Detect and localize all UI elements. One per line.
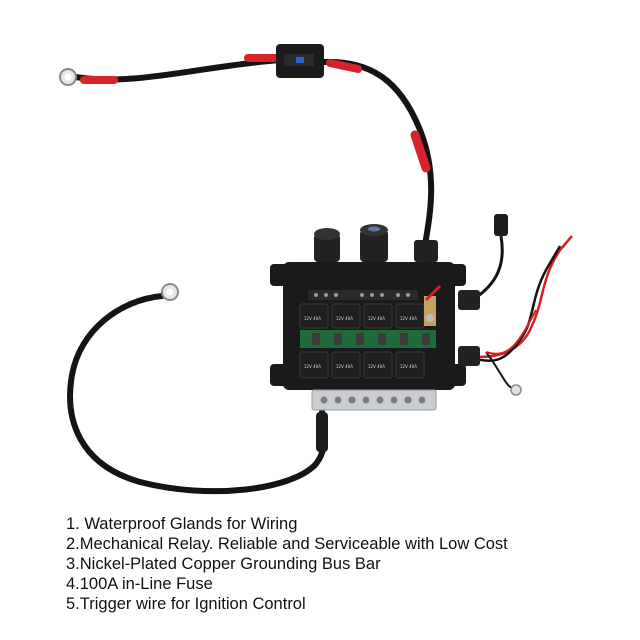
feature-item: 4.100A in-Line Fuse bbox=[66, 575, 213, 593]
relay-label: 12V 40A bbox=[400, 364, 417, 369]
relay-label: 12V 40A bbox=[400, 316, 417, 321]
relay-label: 12V 40A bbox=[304, 316, 321, 321]
feature-item: 5.Trigger wire for Ignition Control bbox=[66, 595, 306, 613]
relay-label: 12V 40A bbox=[336, 316, 353, 321]
relay: 12V 40A 12V 40A 12V 40A 12V 40A bbox=[299, 351, 425, 379]
relay-box-product-photo: 12V 40A 12V 40A 12V 40A 12V 40A 12V 40A … bbox=[59, 44, 573, 495]
relay: 12V 40A 12V 40A 12V 40A 12V 40A bbox=[299, 303, 425, 329]
waterproof-gland bbox=[314, 224, 480, 366]
feature-item: 3.Nickel-Plated Copper Grounding Bus Bar bbox=[66, 555, 381, 573]
grounding-bus-bar bbox=[311, 389, 437, 411]
relay-box: 12V 40A 12V 40A 12V 40A 12V 40A 12V 40A … bbox=[270, 224, 480, 390]
relay-label: 12V 40A bbox=[368, 364, 385, 369]
power-cable-with-fuse bbox=[59, 44, 435, 248]
relay-label: 12V 40A bbox=[368, 316, 385, 321]
feature-list: 1. Waterproof Glands for Wiring 2.Mechan… bbox=[66, 514, 508, 614]
relay-label: 12V 40A bbox=[304, 364, 321, 369]
trigger-wires bbox=[465, 214, 573, 396]
ground-cable bbox=[67, 283, 328, 495]
relay-label: 12V 40A bbox=[336, 364, 353, 369]
feature-item: 2.Mechanical Relay. Reliable and Service… bbox=[66, 535, 508, 553]
feature-item: 1. Waterproof Glands for Wiring bbox=[66, 515, 298, 533]
inline-fuse-holder bbox=[276, 44, 324, 78]
